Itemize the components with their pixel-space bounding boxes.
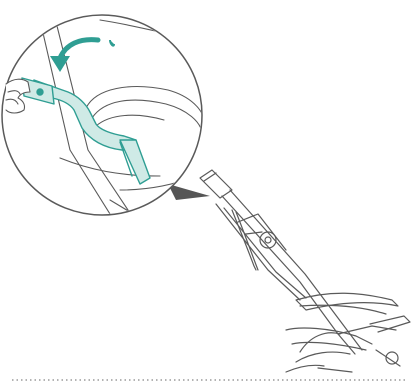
stroller-icon [200, 170, 410, 372]
callout-pointer [168, 184, 210, 200]
